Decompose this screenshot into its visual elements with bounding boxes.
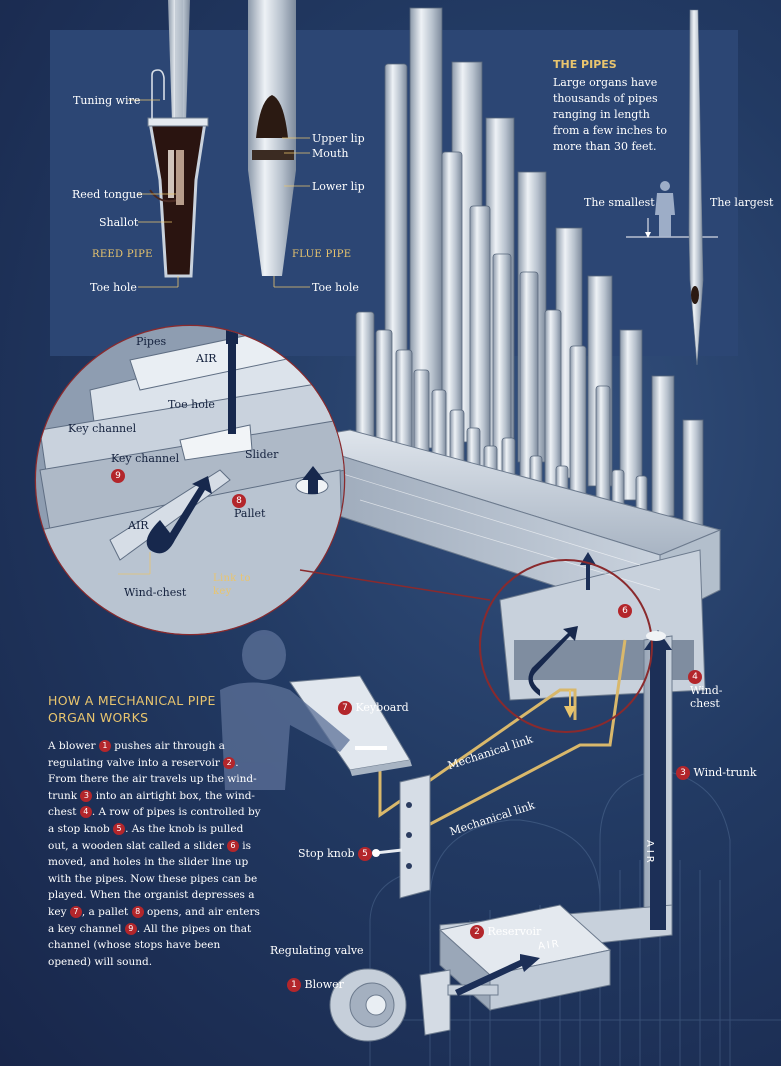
reed-pipe-diagram bbox=[128, 0, 209, 278]
reservoir-box bbox=[438, 904, 612, 1012]
wind-chest-label: Wind-chest bbox=[690, 684, 723, 710]
smallest-label: The smallest bbox=[584, 196, 655, 209]
detail-slider-label: Slider bbox=[245, 448, 279, 461]
lower-lip-label: Lower lip bbox=[312, 180, 365, 193]
badge-7: 7 bbox=[338, 701, 352, 715]
wind-trunk-label: Wind-trunk bbox=[693, 766, 757, 779]
badge-1: 1 bbox=[287, 978, 301, 992]
badge-8: 8 bbox=[232, 493, 246, 508]
air-flow-arrows bbox=[455, 552, 672, 996]
detail-pipes-label: Pipes bbox=[136, 335, 167, 348]
small-magnifier bbox=[479, 559, 666, 733]
blower-label: Blower bbox=[304, 978, 344, 991]
detail-pallet-label: Pallet bbox=[234, 507, 266, 520]
organist-silhouette bbox=[220, 630, 350, 790]
mouth-label: Mouth bbox=[312, 147, 349, 160]
detail-magnifier bbox=[34, 324, 346, 636]
pipes-title: THE PIPES bbox=[553, 58, 617, 71]
explainer-body: A blower 1 pushes air through a regulati… bbox=[48, 740, 261, 968]
detail-key-channel-b-label: Key channel bbox=[111, 452, 180, 465]
detail-toe-hole-label: Toe hole bbox=[168, 398, 215, 411]
detail-link-to-key-label: Link to key bbox=[213, 573, 251, 597]
badge-3: 3 bbox=[676, 766, 690, 780]
upper-lip-label: Upper lip bbox=[312, 132, 365, 145]
badge-2: 2 bbox=[470, 925, 484, 939]
detail-air-left-label: AIR bbox=[128, 519, 149, 532]
stop-knob-board bbox=[372, 774, 431, 899]
flue-toe-hole-label: Toe hole bbox=[312, 281, 359, 294]
badge-6: 6 bbox=[618, 603, 632, 618]
explainer-title: HOW A MECHANICAL PIPE ORGAN WORKS bbox=[48, 693, 216, 725]
tuning-wire-label: Tuning wire bbox=[73, 94, 141, 107]
keyboard bbox=[289, 675, 412, 776]
regulating-valve-label: Regulating valve bbox=[270, 944, 364, 957]
detail-key-channel-a-label: Key channel bbox=[68, 422, 137, 435]
flue-pipe-caption: FLUE PIPE bbox=[292, 249, 352, 260]
detail-air-top-label: AIR bbox=[196, 352, 217, 365]
reed-pipe-caption: REED PIPE bbox=[92, 249, 153, 260]
lens-connector bbox=[299, 569, 491, 601]
flue-pipe-diagram bbox=[248, 0, 296, 276]
air-trunk-label: AIR bbox=[644, 840, 655, 866]
reed-tongue-label: Reed tongue bbox=[72, 188, 143, 201]
stop-knob-label: Stop knob bbox=[298, 847, 355, 860]
largest-label: The largest bbox=[710, 196, 774, 209]
reservoir-label: Reservoir bbox=[487, 925, 542, 938]
keyboard-label: Keyboard bbox=[355, 701, 409, 714]
reed-toe-hole-label: Toe hole bbox=[90, 281, 137, 294]
leader-lines bbox=[118, 137, 310, 575]
size-comparison bbox=[626, 9, 718, 366]
pipes-description: Large organs have thousands of pipes ran… bbox=[553, 76, 667, 153]
shallot-label: Shallot bbox=[99, 216, 139, 229]
badge-9: 9 bbox=[111, 468, 125, 483]
badge-4: 4 bbox=[688, 669, 702, 684]
badge-5: 5 bbox=[358, 847, 373, 861]
detail-wind-chest-label: Wind-chest bbox=[124, 586, 187, 599]
blower bbox=[329, 968, 499, 1042]
